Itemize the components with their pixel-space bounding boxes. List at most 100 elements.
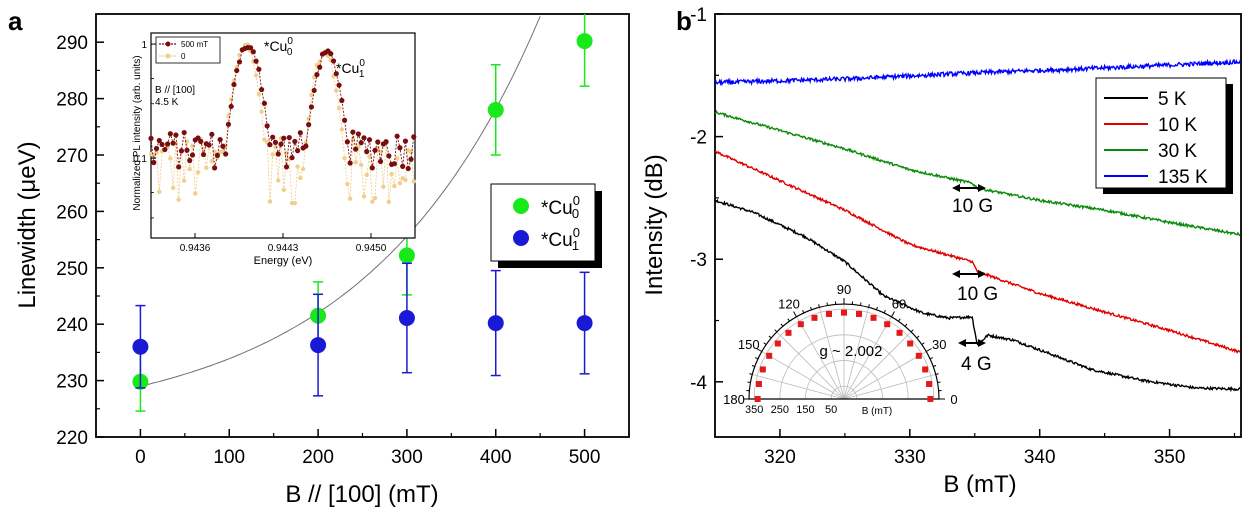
polar-data-point (797, 321, 804, 328)
polar-data-point (855, 310, 862, 317)
polar-angle-label: 30 (932, 337, 946, 352)
polar-data-point (841, 309, 847, 316)
polar-outline (748, 303, 940, 400)
inset-point-500mT (402, 138, 409, 144)
inset-point-500mT (283, 164, 290, 170)
inset-point-500mT (405, 165, 411, 172)
polar-angle-tick (904, 323, 908, 327)
inset-point-0mT (270, 152, 275, 157)
inset-point-0mT (298, 175, 303, 181)
x-axis-label-a: B // [100] (mT) (285, 481, 438, 508)
inset-point-500mT (151, 159, 157, 166)
polar-data-point (915, 352, 922, 359)
y-tick-label-a: 240 (56, 315, 88, 336)
x-tick-label-a: 0 (135, 447, 146, 468)
polar-angle-tick (802, 309, 805, 314)
y-tick-label-a: 220 (56, 428, 88, 449)
annotations-b: 10 G 10 G 4 G (952, 184, 998, 375)
legend-label-10K: 10 K (1158, 115, 1197, 136)
annotation-4G: 4 G (961, 354, 992, 375)
inset-point-500mT (176, 164, 182, 170)
polar-angle-tick (826, 302, 828, 306)
polar-radial-tick-label: 50 (825, 404, 837, 416)
inset-point-0mT (187, 166, 192, 172)
polar-angle-label: 60 (892, 297, 906, 312)
inset-trace-0mT (150, 44, 415, 204)
inset-point-500mT (217, 136, 223, 143)
y-tick-label-b: -3 (690, 250, 707, 271)
inset-point-0mT (358, 162, 364, 168)
inset-point-500mT (250, 49, 256, 55)
inset-point-0mT (306, 116, 311, 121)
inset-point-500mT (330, 58, 337, 64)
legend-label-30K: 30 K (1158, 141, 1197, 162)
polar-radial-tick-label: 150 (796, 404, 814, 416)
inset-point-500mT (358, 140, 364, 146)
polar-angle-tick (787, 318, 790, 322)
inset-point-500mT (267, 142, 273, 148)
inset-point-500mT (397, 145, 403, 151)
data-point-cu1 (487, 315, 504, 332)
inset-point-0mT (157, 189, 162, 195)
inset-point-0mT (229, 97, 234, 102)
polar-data-point (907, 340, 914, 347)
inset-point-500mT (236, 59, 243, 65)
inset-point-500mT (328, 51, 334, 57)
panel-a-label: a (8, 6, 23, 36)
inset-point-500mT (289, 155, 295, 161)
polar-grid-spoke (843, 351, 927, 400)
inset-legend-label-500mT: 500 mT (181, 40, 208, 49)
trace-5K (714, 198, 1241, 393)
polar-data-point (926, 381, 933, 388)
inset-point-500mT (386, 153, 392, 159)
inset-point-500mT (355, 131, 362, 137)
inset-point-0mT (397, 180, 403, 186)
inset-point-500mT (336, 82, 342, 88)
inset-point-0mT (300, 166, 306, 172)
y-tick-label-a: 250 (56, 259, 88, 280)
inset-point-500mT (372, 147, 378, 153)
inset-point-500mT (344, 139, 350, 145)
polar-angle-tick (921, 342, 925, 345)
inset-label-temp: 4.5 K (155, 97, 179, 108)
inset-point-500mT (278, 141, 284, 147)
polar-angle-tick (754, 357, 759, 360)
inset-point-500mT (181, 129, 187, 136)
inset-legend-dot-0 (165, 53, 171, 59)
inset-point-500mT (364, 149, 370, 155)
polar-angle-tick (747, 381, 751, 383)
inset-point-0mT (204, 165, 209, 171)
polar-angle-tick (780, 323, 784, 327)
inset-point-0mT (342, 155, 347, 161)
polar-data-point (870, 314, 877, 321)
x-tick-label-a: 300 (391, 447, 423, 468)
polar-angle-tick (810, 306, 812, 310)
inset-legend-dot-500mT (165, 41, 171, 47)
polar-angle-label: 120 (778, 297, 800, 312)
polar-data-point (826, 310, 833, 317)
polar-angle-tick (937, 381, 941, 383)
y-tick-label-b: -4 (690, 373, 707, 394)
polar-angle-tick (860, 302, 862, 306)
trace-135K (714, 58, 1241, 87)
inset-point-0mT (392, 183, 397, 189)
inset-point-500mT (256, 66, 262, 72)
y-axis-label-b: Intensity (dB) (641, 154, 668, 295)
inset-legend-label-0: 0 (181, 52, 186, 61)
inset-x-tick-label: 0.9450 (356, 243, 387, 254)
arrowheads-4G (958, 339, 986, 347)
inset-point-500mT (377, 158, 384, 165)
annotation-10G-upper: 10 G (952, 196, 993, 217)
polar-angle-tick (910, 329, 914, 333)
arrowheads-10G-upper (952, 184, 986, 192)
inset-point-500mT (264, 123, 270, 129)
inset-legend (155, 36, 221, 64)
inset-point-500mT (170, 140, 176, 146)
polar-angle-tick (756, 348, 762, 352)
inset-point-500mT (314, 72, 320, 78)
